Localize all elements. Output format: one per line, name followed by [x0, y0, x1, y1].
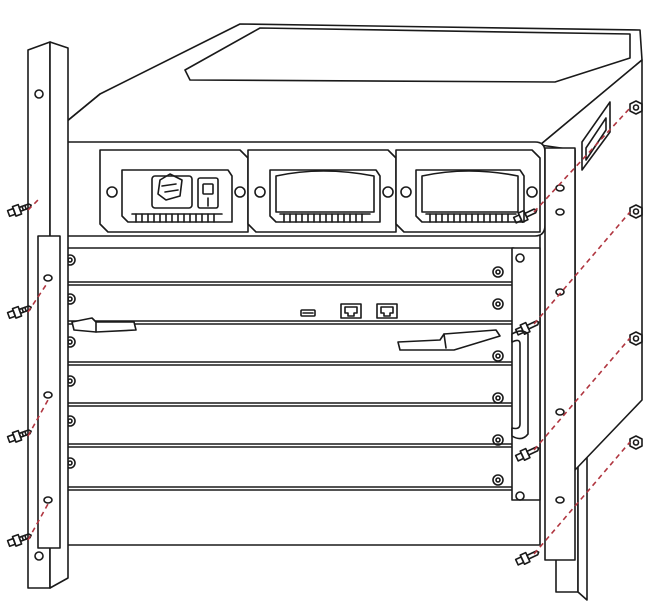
cage-nut-icon	[629, 100, 643, 115]
screw-icon	[6, 305, 32, 320]
chassis-top-face	[37, 23, 643, 146]
right-rail-face	[544, 147, 576, 561]
alignment-guides	[27, 107, 631, 555]
ejector-lever-right	[397, 329, 501, 351]
card-slots	[63, 247, 515, 491]
alignment-guide-line	[533, 107, 631, 213]
alignment-guide-line	[533, 211, 631, 325]
top-cover-panel	[184, 27, 631, 83]
card-slot-6	[63, 446, 515, 488]
screw-icon	[514, 320, 540, 336]
screw-icon	[6, 533, 32, 548]
power-bay-3-vents	[425, 213, 517, 223]
alignment-guide-line	[27, 281, 49, 313]
alignment-guide-line	[533, 441, 631, 555]
alignment-guide-line	[27, 197, 41, 211]
card-slot-2	[63, 284, 515, 322]
side-vent	[581, 101, 611, 171]
power-bay-1	[99, 149, 249, 233]
screw-icon	[514, 446, 540, 462]
power-inlet-icon	[151, 173, 219, 209]
power-module-bays	[37, 141, 546, 237]
screw-icon	[514, 550, 540, 566]
alignment-guide-line	[27, 503, 49, 541]
left-screws	[6, 203, 32, 548]
power-bay-2	[247, 149, 397, 233]
ethernet-port-icon	[376, 303, 398, 319]
front-rack-rail-left	[27, 41, 69, 589]
management-ports	[300, 303, 398, 319]
card-slot-5	[63, 405, 515, 446]
ethernet-port-icon	[340, 303, 362, 319]
cage-nut-icon	[629, 331, 643, 346]
power-bay-3	[395, 149, 541, 233]
card-slot-4	[63, 364, 515, 404]
alignment-guide-line	[533, 337, 631, 451]
card-slot-1	[63, 247, 515, 283]
alignment-guide-line	[27, 399, 49, 437]
screw-icon	[512, 208, 538, 224]
cage-nuts	[629, 100, 643, 450]
cage-nut-icon	[629, 435, 643, 450]
right-screws	[512, 208, 540, 566]
usb-port-icon	[300, 309, 316, 317]
power-bay-2-vents	[279, 213, 371, 223]
cage-nut-icon	[629, 204, 643, 219]
ejector-lever-left	[71, 317, 137, 333]
power-bay-1-vents	[131, 213, 223, 223]
chassis-top	[37, 23, 643, 146]
chassis-handle-right	[511, 330, 529, 440]
